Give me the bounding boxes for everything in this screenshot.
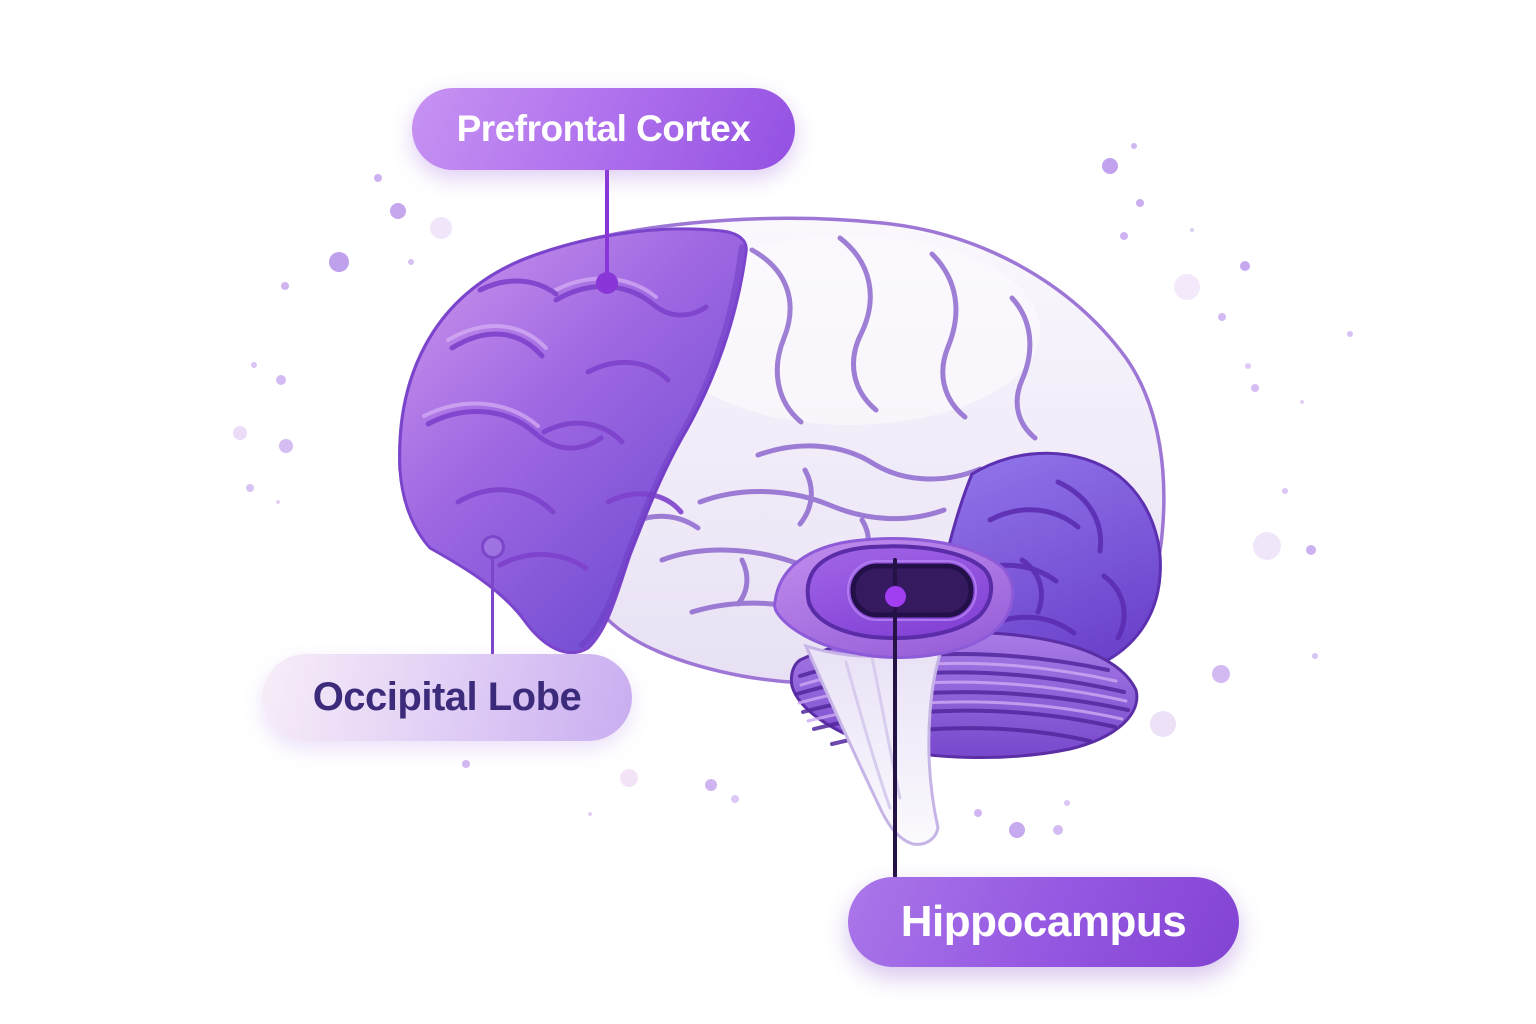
brain-stem-region [803, 643, 946, 846]
background-dot [408, 259, 414, 265]
background-dot [276, 500, 280, 504]
background-dot [251, 362, 257, 368]
background-dot [1218, 313, 1226, 321]
label-prefrontal-cortex-text: Prefrontal Cortex [456, 108, 751, 149]
background-dot [390, 203, 406, 219]
background-dot [374, 174, 382, 182]
label-prefrontal-cortex: Prefrontal Cortex [412, 88, 795, 170]
background-dot [281, 282, 289, 290]
background-dot [430, 217, 452, 239]
background-dot [246, 484, 254, 492]
prefrontal-marker-dot [596, 272, 618, 294]
background-dot [974, 809, 982, 817]
background-dot [731, 795, 739, 803]
background-dot [1312, 653, 1318, 659]
background-dot [329, 252, 349, 272]
background-dot [705, 779, 717, 791]
background-dot [1212, 665, 1230, 683]
hippocampus-rim [847, 560, 977, 621]
background-dot [233, 426, 247, 440]
frontal-boundary-shadow [579, 244, 745, 648]
background-dot [1240, 261, 1250, 271]
background-dot [1131, 143, 1137, 149]
background-dot [1009, 822, 1025, 838]
label-occipital-lobe-text: Occipital Lobe [312, 675, 582, 719]
background-dot [462, 760, 470, 768]
occipital-marker-ring [481, 535, 505, 559]
background-dot [1190, 228, 1194, 232]
background-dot [276, 375, 286, 385]
label-hippocampus-text: Hippocampus [900, 897, 1187, 946]
background-dot [1347, 331, 1353, 337]
background-dot [1245, 363, 1251, 369]
background-dot [1136, 199, 1144, 207]
background-dot [1053, 825, 1063, 835]
hippocampus-dark-core [850, 563, 974, 618]
background-dot [588, 812, 592, 816]
background-dot [1150, 711, 1176, 737]
background-dot [1282, 488, 1288, 494]
background-dot [1120, 232, 1128, 240]
prefrontal-connector-line [605, 168, 609, 284]
background-dot [1102, 158, 1118, 174]
background-dot [1253, 532, 1281, 560]
background-dot [1251, 384, 1259, 392]
label-hippocampus: Hippocampus [848, 877, 1239, 967]
background-dot [1174, 274, 1200, 300]
hippocampus-connector-line [893, 558, 897, 878]
background-dot [1306, 545, 1316, 555]
occipital-connector-line [491, 556, 494, 655]
background-dot [620, 769, 638, 787]
hippocampus-marker-dot [885, 586, 906, 607]
prefrontal-gyri-lines [425, 278, 709, 571]
label-occipital-lobe: Occipital Lobe [262, 654, 632, 741]
background-dot [279, 439, 293, 453]
background-dot [1064, 800, 1070, 806]
background-dot [1300, 400, 1304, 404]
